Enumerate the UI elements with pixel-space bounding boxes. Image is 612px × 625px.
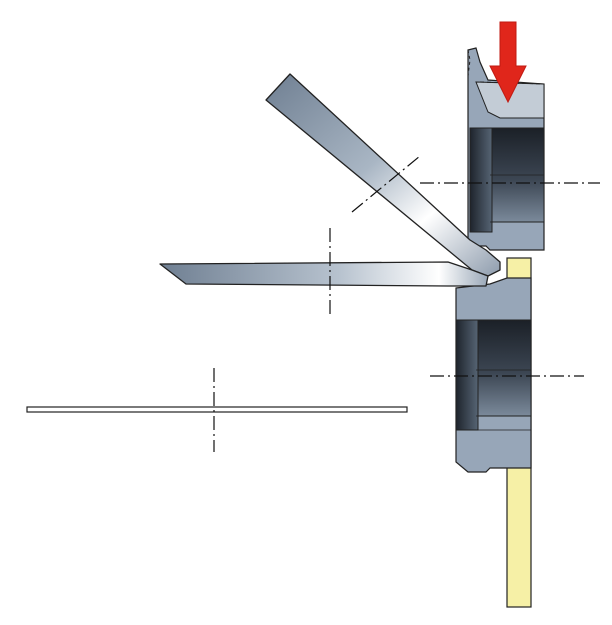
- tilted-sheet: [265, 73, 501, 277]
- lower-die: [455, 277, 532, 473]
- horizontal-sheet: [159, 261, 489, 287]
- press-arrow-icon: [489, 21, 527, 104]
- flat-blank: [26, 406, 408, 413]
- upper-die: [467, 47, 545, 251]
- centerlines: [213, 155, 600, 452]
